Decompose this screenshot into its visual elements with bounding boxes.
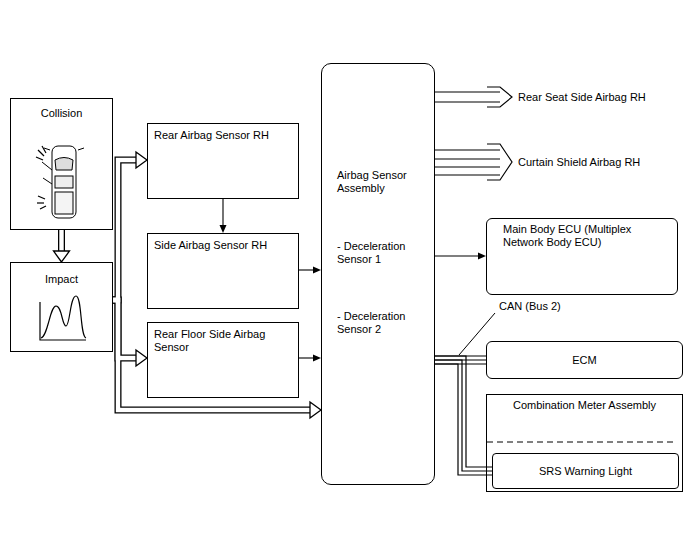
- wire-harness: [435, 356, 492, 475]
- connector-symbol: [486, 86, 514, 108]
- hollow-arrowhead: [136, 350, 147, 366]
- airbag-connector: Curtain Shield Airbag RH: [486, 143, 666, 181]
- node-title: Collision: [11, 107, 112, 120]
- node-title: Impact: [11, 273, 112, 286]
- node-title: ECM: [487, 354, 682, 367]
- signal-arrow: [435, 253, 486, 260]
- node-text: - Deceleration Sensor 1: [337, 240, 429, 266]
- connector-symbol: [486, 143, 514, 181]
- ecu-box: Main Body ECU (Multiplex Network Body EC…: [486, 218, 678, 295]
- hollow-arrow: [113, 160, 137, 300]
- node-text: - Deceleration Sensor 2: [337, 310, 429, 336]
- connector-group: [220, 92, 501, 475]
- hollow-arrow: [113, 300, 311, 410]
- sensor-box: Rear Floor Side Airbag Sensor: [147, 322, 299, 398]
- hollow-arrowhead: [310, 402, 321, 418]
- hollow-arrow: [113, 160, 137, 300]
- hollow-arrow: [113, 300, 311, 410]
- hollow-arrowhead: [136, 152, 147, 168]
- impact-marks: [36, 146, 46, 209]
- event-box: Collision: [10, 98, 113, 230]
- meter-box: Combination Meter AssemblySRS Warning Li…: [486, 394, 683, 492]
- hollow-arrow-heads: [54, 152, 322, 418]
- bus-label: CAN (Bus 2): [498, 300, 562, 313]
- signal-arrow: [299, 355, 321, 362]
- node-title: Combination Meter Assembly: [487, 399, 682, 412]
- leader-line: [459, 313, 495, 355]
- sensor-box: Side Airbag Sensor RH: [147, 233, 299, 309]
- warning-light-box: SRS Warning Light: [492, 453, 679, 489]
- node-title: Rear Airbag Sensor RH: [154, 129, 269, 142]
- wire-harness: [435, 92, 500, 102]
- node-title: Rear Seat Side Airbag RH: [518, 91, 646, 104]
- hollow-arrowhead: [54, 251, 70, 262]
- node-title: Side Airbag Sensor RH: [154, 239, 267, 252]
- signal-arrow: [299, 267, 321, 274]
- car-illustration: [42, 146, 84, 218]
- hollow-arrow-fill: [62, 160, 312, 410]
- hollow-arrow: [59, 230, 63, 252]
- sensor-box: Rear Airbag Sensor RH: [147, 123, 299, 199]
- node-title: Curtain Shield Airbag RH: [518, 156, 640, 169]
- hollow-arrow-outline: [62, 160, 312, 410]
- node-title: Airbag Sensor Assembly: [337, 169, 429, 195]
- node-title: SRS Warning Light: [493, 465, 678, 478]
- signal-arrow: [220, 199, 227, 233]
- node-title: Rear Floor Side Airbag Sensor: [154, 328, 284, 354]
- event-box: Impact: [10, 262, 113, 352]
- airbag-connector: Rear Seat Side Airbag RH: [486, 86, 666, 108]
- ecu-box: ECM: [486, 341, 683, 379]
- node-title: Main Body ECU (Multiplex Network Body EC…: [503, 223, 663, 249]
- impact-graph: [40, 296, 86, 340]
- wire-harness: [435, 150, 500, 175]
- ecu-box: Airbag Sensor Assembly - Deceleration Sen…: [321, 63, 435, 485]
- divider-line: [487, 442, 677, 443]
- hollow-arrow: [58, 230, 65, 252]
